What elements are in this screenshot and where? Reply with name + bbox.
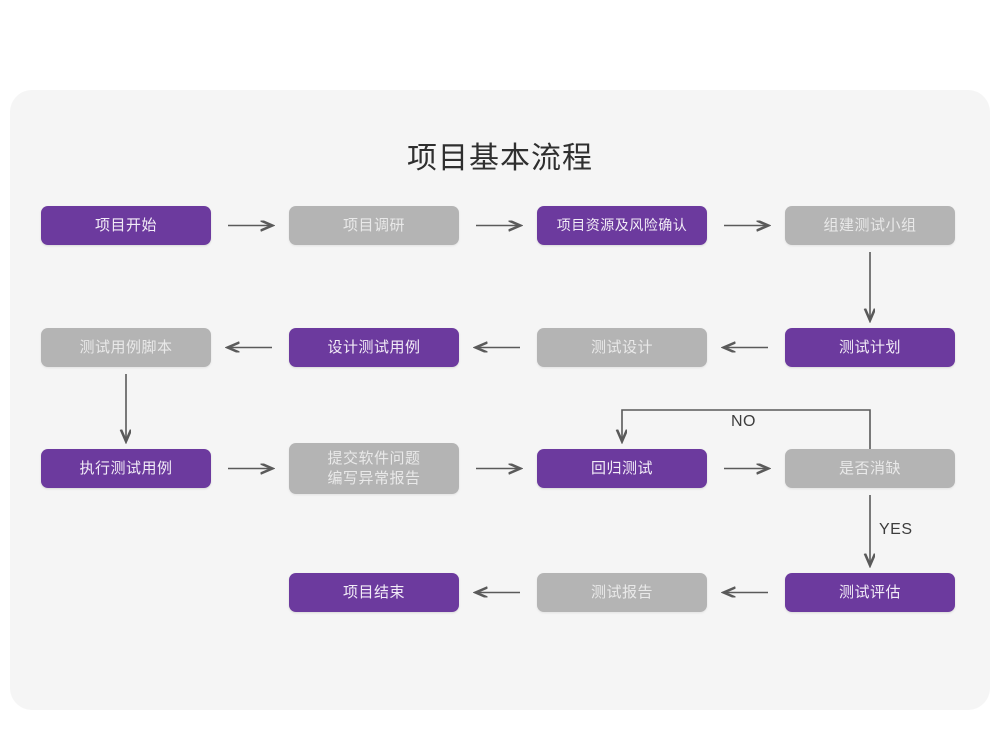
diagram-card-background — [10, 90, 990, 710]
node-test-report[interactable]: 测试报告 — [537, 573, 707, 612]
edge-label-no: NO — [731, 413, 756, 430]
node-test-case-script[interactable]: 测试用例脚本 — [41, 328, 211, 367]
node-project-start[interactable]: 项目开始 — [41, 206, 211, 245]
edge-label-yes: YES — [879, 521, 913, 538]
node-regression-test[interactable]: 回归测试 — [537, 449, 707, 488]
page-title: 项目基本流程 — [407, 142, 593, 175]
node-resource-risk-confirm[interactable]: 项目资源及风险确认 — [537, 206, 707, 245]
node-build-test-team[interactable]: 组建测试小组 — [785, 206, 955, 245]
node-test-evaluation[interactable]: 测试评估 — [785, 573, 955, 612]
node-test-plan[interactable]: 测试计划 — [785, 328, 955, 367]
node-defect-resolved-decision[interactable]: 是否消缺 — [785, 449, 955, 488]
node-project-research[interactable]: 项目调研 — [289, 206, 459, 245]
node-execute-test-case[interactable]: 执行测试用例 — [41, 449, 211, 488]
node-submit-issue-report[interactable]: 提交软件问题 编写异常报告 — [289, 443, 459, 494]
node-test-design[interactable]: 测试设计 — [537, 328, 707, 367]
node-project-end[interactable]: 项目结束 — [289, 573, 459, 612]
node-design-test-case[interactable]: 设计测试用例 — [289, 328, 459, 367]
